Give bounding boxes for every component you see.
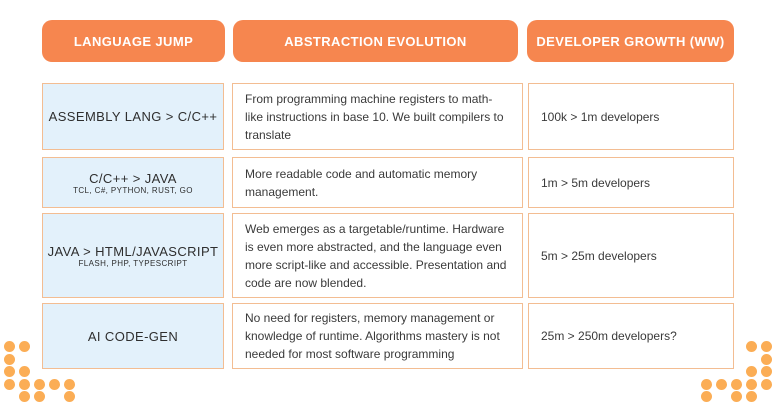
jump-title: C/C++ > JAVA (89, 170, 177, 186)
evolution-cell: More readable code and automatic memory … (232, 157, 523, 208)
column-header-abstraction-evolution: ABSTRACTION EVOLUTION (233, 20, 518, 62)
evolution-text: From programming machine registers to ma… (245, 91, 504, 142)
decorative-dot (731, 391, 742, 402)
jump-title: AI CODE-GEN (87, 328, 179, 344)
evolution-cell: No need for registers, memory management… (232, 303, 523, 369)
column-header-label: ABSTRACTION EVOLUTION (284, 33, 467, 49)
decorative-dot (731, 378, 742, 390)
jump-title: JAVA > HTML/JAVASCRIPT (47, 243, 219, 259)
jump-cell-ai-code-gen: AI CODE-GEN (42, 303, 224, 369)
decorative-dot (19, 341, 30, 352)
decorative-dot (4, 378, 15, 390)
decorative-dot (64, 378, 75, 390)
column-header-label: DEVELOPER GROWTH (WW) (536, 33, 725, 49)
evolution-text: More readable code and automatic memory … (245, 166, 478, 199)
decorative-dot (761, 366, 772, 377)
decorative-dot (4, 366, 15, 377)
growth-text: 100k > 1m developers (541, 109, 660, 124)
decorative-dot (19, 378, 30, 390)
decorative-dot (746, 378, 757, 390)
decorative-dot (64, 391, 75, 402)
decorative-dot (701, 378, 712, 390)
column-header-language-jump: LANGUAGE JUMP (42, 20, 225, 62)
decorative-dot (746, 366, 757, 377)
growth-text: 5m > 25m developers (541, 248, 657, 263)
evolution-cell: Web emerges as a targetable/runtime. Har… (232, 213, 523, 298)
decorative-dot (761, 341, 772, 352)
decorative-dot (34, 391, 45, 402)
decorative-dot (19, 366, 30, 377)
jump-subtitle: FLASH, PHP, TYPESCRIPT (78, 258, 188, 268)
jump-cell-c-to-java: C/C++ > JAVA TCL, C#, PYTHON, RUST, GO (42, 157, 224, 208)
decorative-dot (761, 353, 772, 365)
decorative-dot (716, 378, 727, 390)
growth-cell: 100k > 1m developers (528, 83, 734, 150)
decorative-dot (34, 378, 45, 390)
jump-title: ASSEMBLY LANG > C/C++ (48, 109, 218, 124)
jump-cell-assembly-to-c: ASSEMBLY LANG > C/C++ (42, 83, 224, 150)
growth-cell: 1m > 5m developers (528, 157, 734, 208)
column-header-label: LANGUAGE JUMP (73, 33, 194, 49)
column-header-developer-growth: DEVELOPER GROWTH (WW) (527, 20, 734, 62)
decorative-dot (761, 378, 772, 390)
growth-cell: 25m > 250m developers? (528, 303, 734, 369)
growth-text: 1m > 5m developers (541, 175, 651, 190)
decorative-dot (746, 341, 757, 352)
decorative-dot (4, 353, 15, 365)
jump-subtitle: TCL, C#, PYTHON, RUST, GO (73, 185, 193, 195)
evolution-text: Web emerges as a targetable/runtime. Har… (245, 221, 507, 290)
evolution-cell: From programming machine registers to ma… (232, 83, 523, 150)
decorative-dot (701, 391, 712, 402)
growth-text: 25m > 250m developers? (541, 329, 677, 343)
decorative-dot (4, 341, 15, 352)
jump-cell-java-to-html-js: JAVA > HTML/JAVASCRIPT FLASH, PHP, TYPES… (42, 213, 224, 298)
decorative-dot (49, 378, 60, 390)
growth-cell: 5m > 25m developers (528, 213, 734, 298)
decorative-dot (746, 391, 757, 402)
decorative-dot (19, 391, 30, 402)
evolution-text: No need for registers, memory management… (245, 311, 500, 361)
